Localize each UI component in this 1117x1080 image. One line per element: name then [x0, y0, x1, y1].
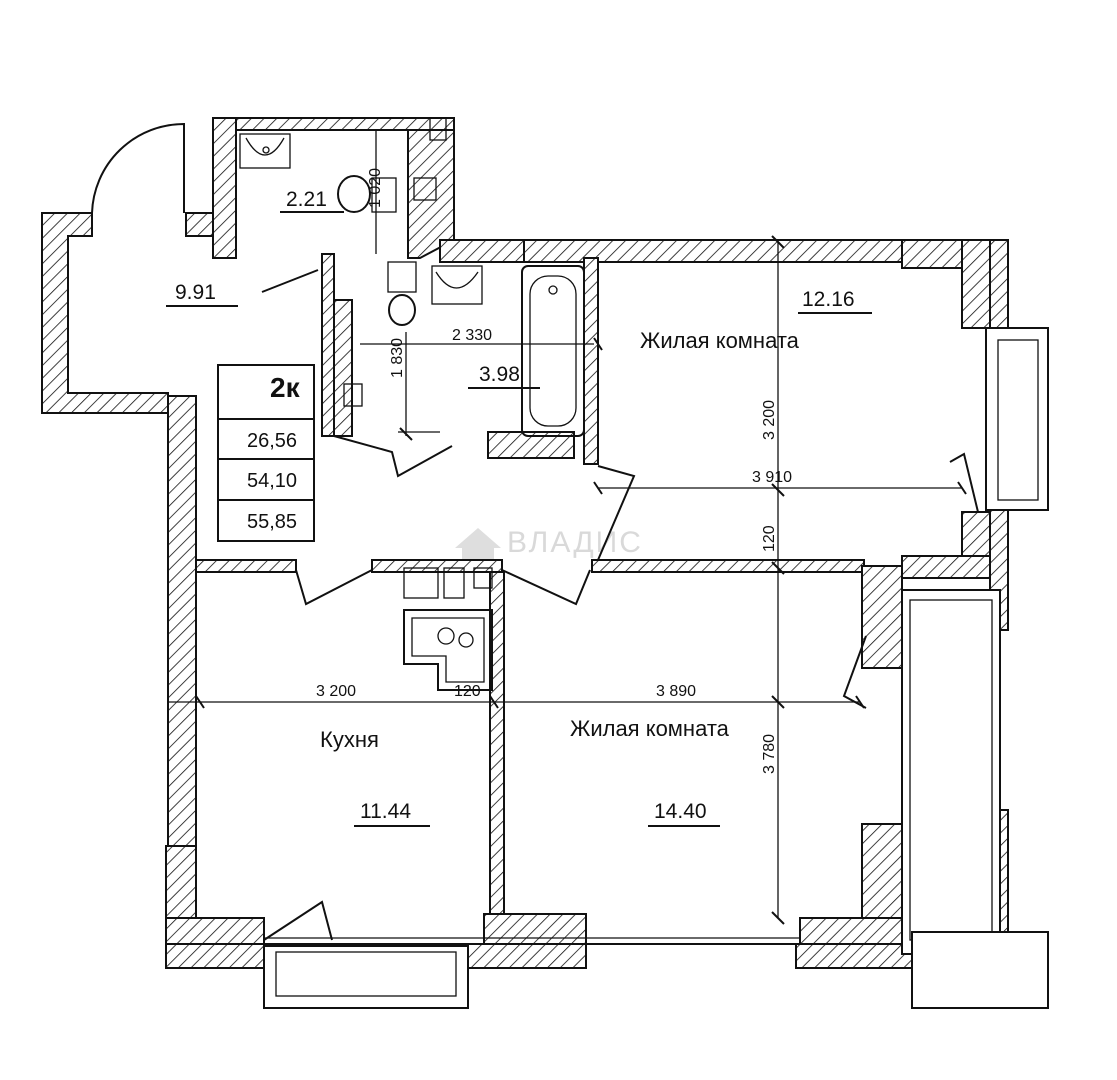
kitchen-area: 11.44: [360, 800, 411, 823]
living-room-2-area: 14.40: [654, 800, 707, 823]
windows: [263, 327, 1049, 1009]
dim-kitchen-width: 3 200: [316, 683, 356, 700]
balcony-area: 9.91: [175, 281, 216, 304]
dim-wall-gap: 120: [761, 525, 778, 552]
fixtures: [239, 117, 585, 691]
dim-wc-height: 1 020: [367, 168, 384, 208]
legend-table: 2к 26,56 54,10 55,85: [217, 364, 315, 542]
dimension-lines: [166, 130, 967, 925]
living-room-1-name: Жилая комната: [640, 328, 800, 353]
legend-value-living: 26,56: [247, 430, 297, 452]
room-labels: 9.91 2.21 3.98 Жилая комната 12.16 Кухня…: [175, 188, 855, 823]
kitchen-name: Кухня: [320, 727, 379, 752]
dim-bath-width: 2 330: [452, 327, 492, 344]
dim-living1-height: 3 200: [761, 400, 778, 440]
dimension-labels: 2 330 1 830 1 020 3 200 3 910 120 3 200 …: [316, 168, 792, 774]
dim-kitchen-wall: 120: [454, 683, 481, 700]
watermark: ВЛАДИС: [455, 526, 643, 562]
living-room-2-name: Жилая комната: [570, 716, 730, 741]
doors: [91, 122, 979, 941]
dim-bath-depth: 1 830: [389, 338, 406, 378]
wc-area: 2.21: [286, 188, 327, 211]
walls: [41, 117, 1009, 969]
legend-value-with-balcony: 55,85: [247, 511, 297, 533]
bathroom-area: 3.98: [479, 363, 520, 386]
dim-living2-height: 3 780: [761, 734, 778, 774]
legend-value-total: 54,10: [247, 470, 297, 492]
apartment-type: 2к: [270, 372, 301, 403]
dim-living1-width: 3 910: [752, 469, 792, 486]
living-room-1-area: 12.16: [802, 288, 855, 311]
dim-living2-width: 3 890: [656, 683, 696, 700]
watermark-text: ВЛАДИС: [507, 526, 643, 559]
